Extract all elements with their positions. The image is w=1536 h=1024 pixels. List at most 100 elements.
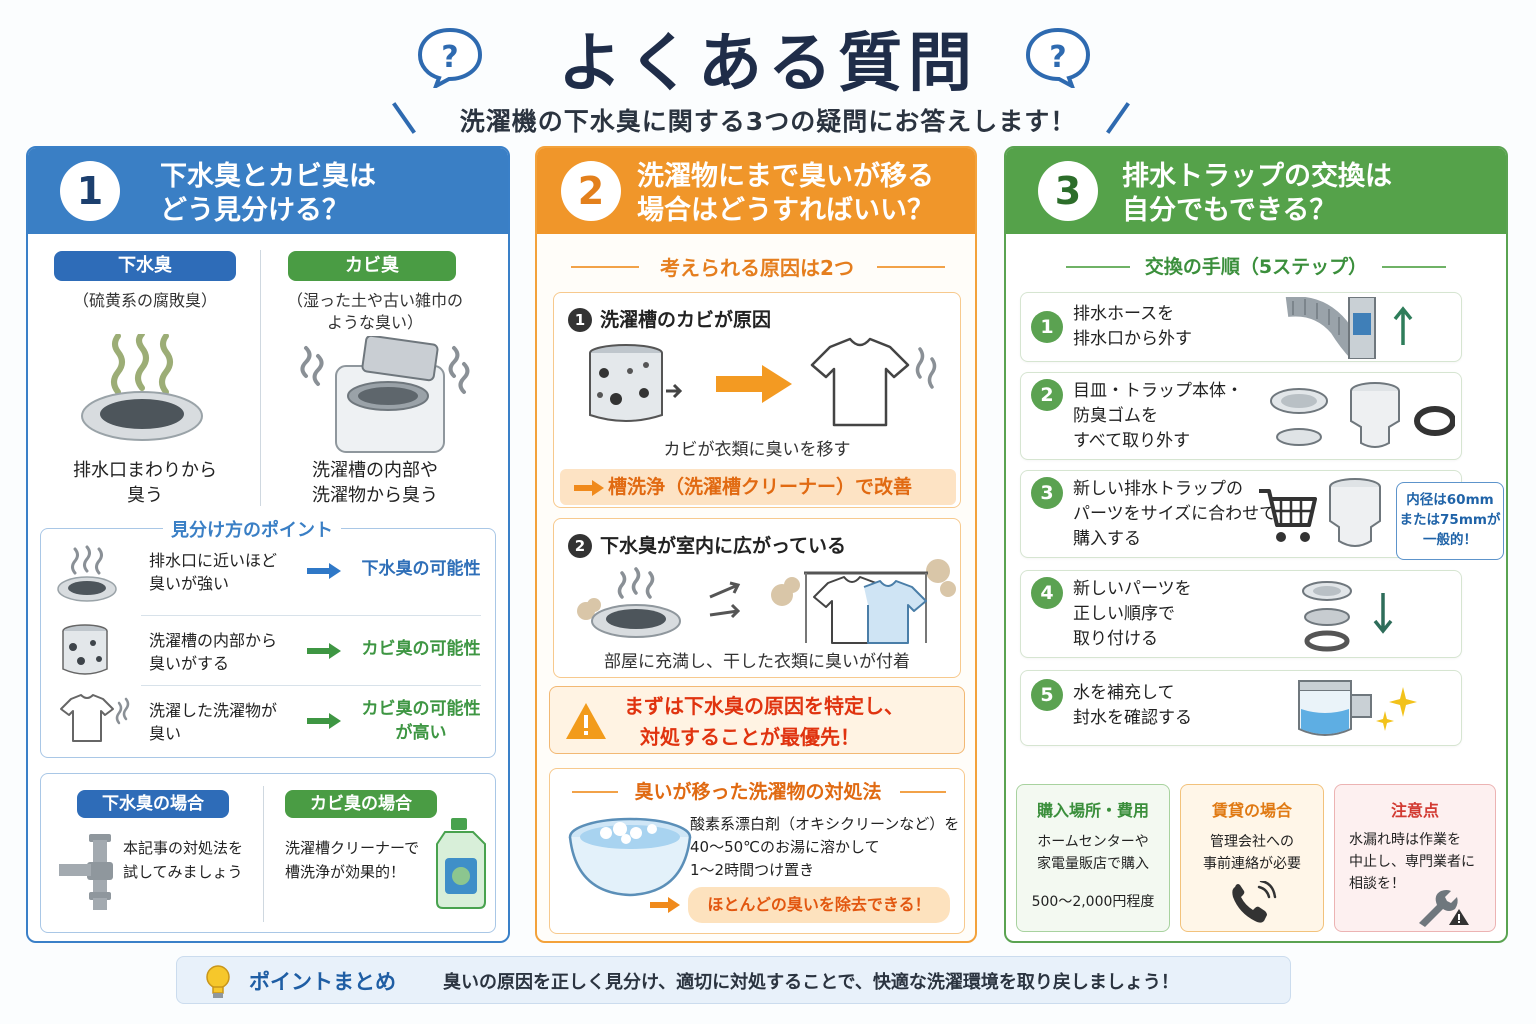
panel-title: 排水トラップの交換は 自分でもできる？ bbox=[1122, 161, 1392, 226]
question-mark: ? bbox=[1049, 40, 1066, 75]
drain-icon bbox=[577, 567, 681, 638]
panel-number: 3 bbox=[1038, 161, 1098, 221]
kabi-description: （湿った土や古い雑巾の ような臭い） bbox=[286, 291, 463, 332]
question-mark: ? bbox=[441, 40, 458, 75]
step-text: 目皿・トラップ本体・ 防臭ゴムを すべて取り外す bbox=[1073, 381, 1243, 451]
cause-caption: カビが衣類に臭いを移す bbox=[663, 440, 851, 460]
washing-machine-icon bbox=[300, 336, 470, 453]
point-text: 排水口に近いほど 臭いが強い bbox=[149, 551, 278, 593]
gesui-location: 排水口まわりから 臭う bbox=[73, 460, 217, 506]
step-text: 水を補充して 封水を確認する bbox=[1073, 683, 1192, 728]
faq-panel-3: 3 排水トラップの交換は 自分でもできる？ 交換の手順（5ステップ） 1 排水ホ… bbox=[1004, 146, 1508, 943]
gesui-description: （硫黄系の腐敗臭） bbox=[72, 291, 217, 310]
step-4: 4 新しいパーツを 正しい順序で 取り付ける bbox=[1020, 570, 1462, 658]
panel-number: 2 bbox=[561, 161, 621, 221]
step-3: 3 新しい排水トラップの パーツをサイズに合わせて 購入する bbox=[1020, 470, 1462, 558]
faq-panel-1: 1 下水臭とカビ臭は どう見分ける？ 下水臭 カビ臭 （硫黄系の腐敗臭） （湿っ… bbox=[26, 146, 510, 943]
cleaner-bottle-icon bbox=[436, 818, 486, 909]
warning-icon bbox=[566, 703, 606, 739]
panel-header: 2 洗濯物にまで臭いが移る 場合はどうすればいい？ bbox=[537, 148, 975, 234]
cart-icon bbox=[1259, 489, 1317, 542]
trap-parts-icon bbox=[1302, 581, 1393, 652]
trap-body-icon bbox=[1329, 478, 1381, 547]
trap-body-icon bbox=[1298, 680, 1372, 736]
point-text: 洗濯槽の内部から 臭いがする bbox=[149, 631, 278, 673]
question-bubble-icon: ? bbox=[417, 27, 483, 88]
kabi-pill: カビ臭 bbox=[288, 251, 456, 281]
wrench-icon bbox=[1419, 890, 1469, 927]
tshirt-icon bbox=[810, 337, 937, 427]
point-result: 下水臭の可能性 bbox=[361, 559, 481, 579]
point-result: カビ臭の可能性 bbox=[361, 639, 481, 659]
summary-bar: ポイントまとめ 臭いの原因を正しく見分け、適切に対処することで、快適な洗濯環境を… bbox=[176, 956, 1291, 1004]
page-subtitle: 洗濯機の下水臭に関する3つの疑問にお答えします！ bbox=[459, 107, 1077, 136]
drum-icon bbox=[589, 344, 683, 422]
arrow-right-icon bbox=[307, 563, 341, 579]
warning-box: まずは下水臭の原因を特定し、 対処することが最優先！ bbox=[549, 686, 965, 754]
kabi-location: 洗濯槽の内部や 洗濯物から臭う bbox=[312, 460, 438, 506]
basin-icon bbox=[568, 817, 692, 897]
arrow-right-icon bbox=[307, 643, 341, 659]
size-callout: 内径は60mm または75mmが 一般的！ bbox=[1396, 482, 1504, 560]
remedy-result: ほとんどの臭いを除去できる！ bbox=[688, 887, 950, 923]
drum-icon bbox=[62, 624, 108, 675]
hose-icon bbox=[1285, 297, 1413, 359]
arrow-right-icon bbox=[574, 480, 604, 496]
arrow-right-icon bbox=[650, 897, 680, 913]
points-title: 見分け方のポイント bbox=[163, 516, 341, 542]
remedy-text: 酸素系漂白剤（オキシクリーンなど）を 40〜50℃のお湯に溶かして 1〜2時間つ… bbox=[690, 815, 960, 879]
page-title: よくある質問 bbox=[558, 27, 978, 101]
question-bubble-icon: ? bbox=[1025, 27, 1091, 88]
header: ? ? よくある質問 洗濯機の下水臭に関する3つの疑問にお答えします！ bbox=[0, 0, 1536, 140]
point-text: 洗濯した洗濯物が 臭い bbox=[149, 701, 278, 743]
caution-card: 注意点 水漏れ時は作業を 中止し、専門業者に 相談を！ bbox=[1334, 784, 1496, 932]
steps-heading: 交換の手順（5ステップ） bbox=[1144, 256, 1368, 278]
point-result: カビ臭の可能性 が高い bbox=[361, 699, 481, 743]
buy-card: 購入場所・費用 ホームセンターや 家電量販店で購入 500〜2,000円程度 bbox=[1016, 784, 1170, 932]
step-text: 新しいパーツを 正しい順序で 取り付ける bbox=[1073, 579, 1192, 649]
case-gesui-pill: 下水臭の場合 bbox=[77, 790, 229, 818]
step-text: 新しい排水トラップの パーツをサイズに合わせて 購入する bbox=[1073, 479, 1277, 549]
summary-label: ポイントまとめ bbox=[249, 970, 396, 994]
tshirt-icon bbox=[60, 694, 130, 742]
panel-title: 洗濯物にまで臭いが移る 場合はどうすればいい？ bbox=[637, 161, 934, 226]
case-kabi-pill: カビ臭の場合 bbox=[285, 790, 437, 818]
gesui-pill: 下水臭 bbox=[54, 251, 236, 281]
step-1: 1 排水ホースを 排水口から外す bbox=[1020, 292, 1462, 362]
drain-icon bbox=[57, 545, 117, 602]
case-kabi-text: 洗濯槽クリーナーで 槽洗浄が効果的！ bbox=[285, 839, 420, 881]
tshirt-icon bbox=[771, 559, 956, 644]
step-2: 2 目皿・トラップ本体・ 防臭ゴムを すべて取り外す bbox=[1020, 372, 1462, 460]
arrow-right-icon bbox=[709, 581, 741, 619]
phone-icon bbox=[1232, 881, 1277, 923]
drain-icon bbox=[81, 334, 203, 441]
panel-header: 1 下水臭とカビ臭は どう見分ける？ bbox=[28, 148, 508, 234]
faucet-pipe-icon bbox=[59, 834, 113, 910]
warning-text: まずは下水臭の原因を特定し、 対処することが最優先！ bbox=[624, 694, 904, 749]
lightbulb-icon bbox=[206, 965, 230, 998]
panel-header: 3 排水トラップの交換は 自分でもできる？ bbox=[1006, 148, 1506, 234]
remedy-heading: 臭いが移った洗濯物の対処法 bbox=[634, 781, 882, 803]
cause-fix: 槽洗浄（洗濯槽クリーナー）で改善 bbox=[560, 469, 956, 505]
summary-text: 臭いの原因を正しく見分け、適切に対処することで、快適な洗濯環境を取り戻しましょう… bbox=[443, 972, 1179, 993]
causes-heading: 考えられる原因は2つ bbox=[660, 256, 854, 280]
case-box: 下水臭の場合 カビ臭の場合 本記事の対処法を 試してみましょう 洗濯槽クリーナー… bbox=[40, 773, 496, 933]
trap-parts-icon bbox=[1270, 382, 1455, 448]
arrow-right-icon bbox=[716, 365, 792, 403]
remedy-box: 臭いが移った洗濯物の対処法 酸素系漂白剤（オキシクリーンなど）を 40〜50℃の… bbox=[549, 768, 965, 934]
panel-number: 1 bbox=[60, 161, 120, 221]
case-gesui-text: 本記事の対処法を 試してみましょう bbox=[123, 839, 244, 881]
step-5: 5 水を補充して 封水を確認する bbox=[1020, 670, 1462, 746]
panel-title: 下水臭とカビ臭は どう見分ける？ bbox=[160, 161, 376, 226]
cause-caption: 部屋に充満し、干した衣類に臭いが付着 bbox=[604, 652, 910, 672]
points-box: 見分け方のポイント 排水口に近いほど 臭いが強い 下水臭の可能性 洗濯槽の内部か… bbox=[40, 516, 496, 758]
rental-card: 賃貸の場合 管理会社への 事前連絡が必要 bbox=[1180, 784, 1324, 932]
step-text: 排水ホースを 排水口から外す bbox=[1073, 304, 1192, 349]
sparkle-icon bbox=[1376, 687, 1417, 731]
arrow-right-icon bbox=[307, 713, 341, 729]
